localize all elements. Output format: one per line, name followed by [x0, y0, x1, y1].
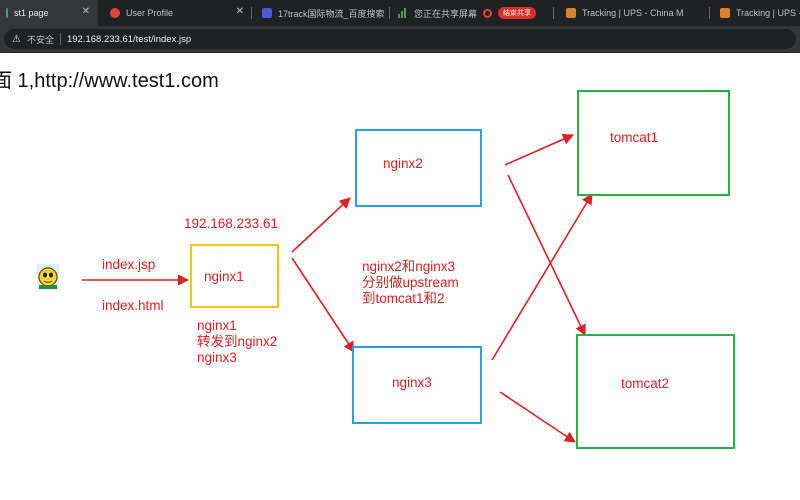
page-title: 面 1,http://www.test1.com: [0, 70, 219, 92]
node-tomcat2: tomcat2: [576, 334, 735, 449]
node-tomcat2-label: tomcat2: [621, 376, 670, 391]
node-nginx3-label: nginx3: [392, 375, 432, 390]
security-label[interactable]: 不安全: [26, 34, 54, 45]
tab-title: Tracking | UPS -: [736, 8, 800, 18]
arrow-nginx1-to-nginx3: [291, 257, 355, 353]
ups-shield-icon: [566, 8, 576, 18]
stop-sharing-button[interactable]: 结束共享: [498, 7, 537, 19]
note-nginx1-forward: nginx1 转发到nginx2 nginx3: [197, 318, 277, 366]
note-line: 分别做upstream: [362, 275, 459, 290]
node-nginx3: nginx3: [352, 346, 482, 424]
node-nginx1-label: nginx1: [204, 269, 244, 284]
tab-user-profile[interactable]: User Profile ✕: [100, 0, 252, 26]
node-tomcat1-label: tomcat1: [610, 130, 659, 145]
tab-ups-tracking-1[interactable]: Tracking | UPS - China M: [558, 0, 710, 26]
url-text[interactable]: 192.168.233.61/test/index.jsp: [66, 33, 192, 45]
request-label-index-jsp: index.jsp: [102, 257, 156, 272]
green-page-icon: [6, 8, 8, 18]
baidu-paw-icon: [262, 8, 272, 18]
sharing-bars-icon: [398, 8, 408, 18]
tab-screen-sharing[interactable]: 您正在共享屏幕 结束共享: [394, 0, 554, 26]
warning-icon: ⚠: [12, 33, 21, 45]
arrow-nginx2-to-tomcat1: [504, 133, 575, 166]
yellow-character-icon: [37, 264, 59, 290]
node-tomcat1: tomcat1: [577, 90, 730, 196]
node-nginx2: nginx2: [355, 129, 482, 207]
close-icon[interactable]: ✕: [81, 6, 90, 17]
omnibox[interactable]: ⚠ 不安全 192.168.233.61/test/index.jsp: [4, 29, 796, 49]
arrow-nginx1-to-nginx2: [291, 197, 351, 253]
tab-title: User Profile: [126, 8, 174, 18]
record-icon: [483, 8, 493, 18]
node-nginx2-label: nginx2: [383, 156, 423, 171]
tab-title: 17track国际物流_百度搜索: [278, 8, 385, 19]
omnibox-divider: [59, 33, 61, 45]
note-line: 转发到nginx2: [197, 334, 278, 349]
note-line: nginx2和nginx3: [362, 259, 456, 274]
tab-separator: [553, 7, 554, 19]
tab-17track-search[interactable]: 17track国际物流_百度搜索: [254, 0, 390, 26]
tab-separator: [251, 7, 252, 19]
ups-shield-icon: [720, 8, 730, 18]
node-nginx1: nginx1: [190, 244, 279, 308]
note-upstream: nginx2和nginx3 分别做upstream 到tomcat1和2: [362, 259, 459, 307]
arrow-nginx3-to-tomcat2: [499, 391, 576, 443]
note-line: 到tomcat1和2: [362, 291, 445, 306]
arrow-nginx2-to-tomcat2: [507, 174, 586, 337]
tab-title: st1 page: [14, 8, 49, 18]
tab-test1-page[interactable]: st1 page ✕: [0, 0, 98, 26]
note-line: nginx1: [197, 318, 237, 333]
address-bar: ⚠ 不安全 192.168.233.61/test/index.jsp: [0, 26, 800, 53]
ip-label: 192.168.233.61: [184, 216, 278, 231]
tab-title: Tracking | UPS - China M: [582, 8, 684, 18]
tab-separator: [709, 7, 710, 19]
red-circle-icon: [110, 8, 120, 18]
tab-separator: [389, 7, 390, 19]
arrow-nginx3-to-tomcat1: [491, 193, 593, 361]
note-line: nginx3: [197, 350, 237, 365]
request-label-index-html: index.html: [102, 298, 164, 313]
tab-ups-tracking-2[interactable]: Tracking | UPS -: [712, 0, 800, 26]
tab-title: 您正在共享屏幕: [414, 8, 478, 19]
tab-strip: st1 page ✕ User Profile ✕ 17track国际物流_百度…: [0, 0, 800, 26]
close-icon[interactable]: ✕: [235, 6, 244, 17]
